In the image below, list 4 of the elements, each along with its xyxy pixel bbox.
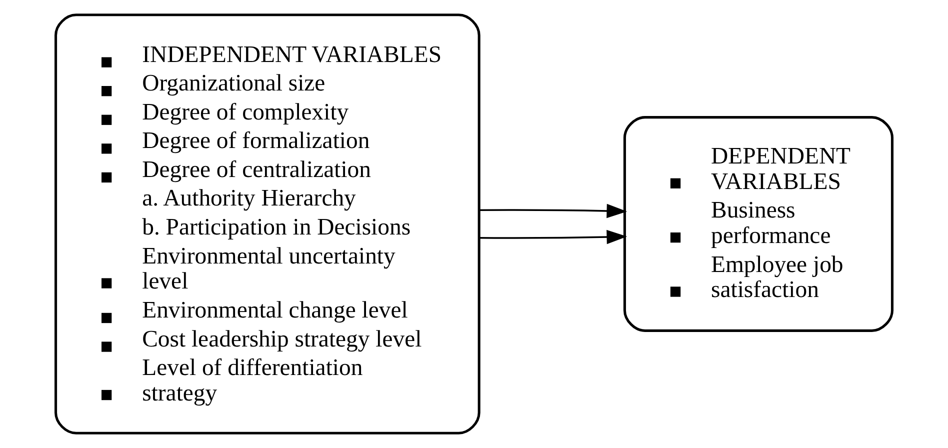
arrow <box>479 230 628 244</box>
node-box: INDEPENDENT VARIABLES Organizational size Degree of complexity Degree of formalization Degree of centralization a. Authority Hierarchy b. Participation in Decisions Environmental uncertainty level Environmental change level Cost leadership strategy level Level of differentiation strategy <box>54 14 480 434</box>
arrow <box>479 204 628 218</box>
node-box: DEPENDENT VARIABLES Business performance Employee job satisfaction <box>623 116 894 332</box>
